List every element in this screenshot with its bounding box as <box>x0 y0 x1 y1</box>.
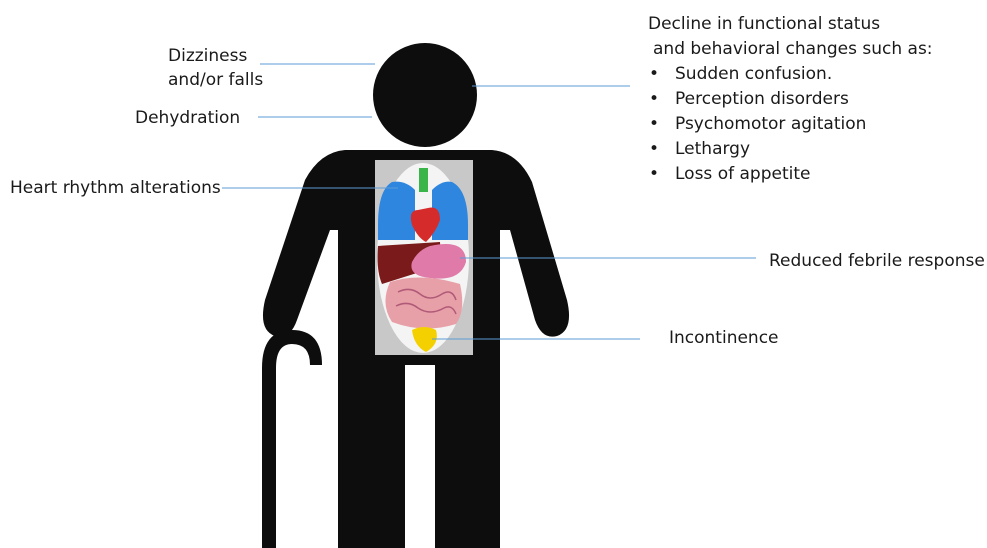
label-decline-line2: and behavioral changes such as: <box>648 37 933 62</box>
intestine-icon <box>385 277 462 328</box>
internal-organs-icon <box>375 160 473 355</box>
decline-list: Sudden confusion. Perception disorders P… <box>648 62 933 187</box>
decline-item: Loss of appetite <box>648 162 933 187</box>
label-dizziness-line2: and/or falls <box>168 68 263 92</box>
label-incontinence: Incontinence <box>669 326 779 350</box>
cane-icon <box>262 330 322 548</box>
label-decline-line1: Decline in functional status <box>648 12 933 37</box>
decline-item: Perception disorders <box>648 87 933 112</box>
label-decline: Decline in functional status and behavio… <box>648 12 933 187</box>
decline-item: Psychomotor agitation <box>648 112 933 137</box>
head-icon <box>373 43 477 147</box>
label-dizziness-line1: Dizziness <box>168 44 263 68</box>
decline-item: Sudden confusion. <box>648 62 933 87</box>
decline-item: Lethargy <box>648 137 933 162</box>
label-febrile: Reduced febrile response <box>769 249 985 273</box>
label-dizziness: Dizziness and/or falls <box>168 44 263 92</box>
label-dehydration: Dehydration <box>135 106 240 130</box>
label-heart-rhythm: Heart rhythm alterations <box>10 176 221 200</box>
trachea <box>419 168 428 192</box>
